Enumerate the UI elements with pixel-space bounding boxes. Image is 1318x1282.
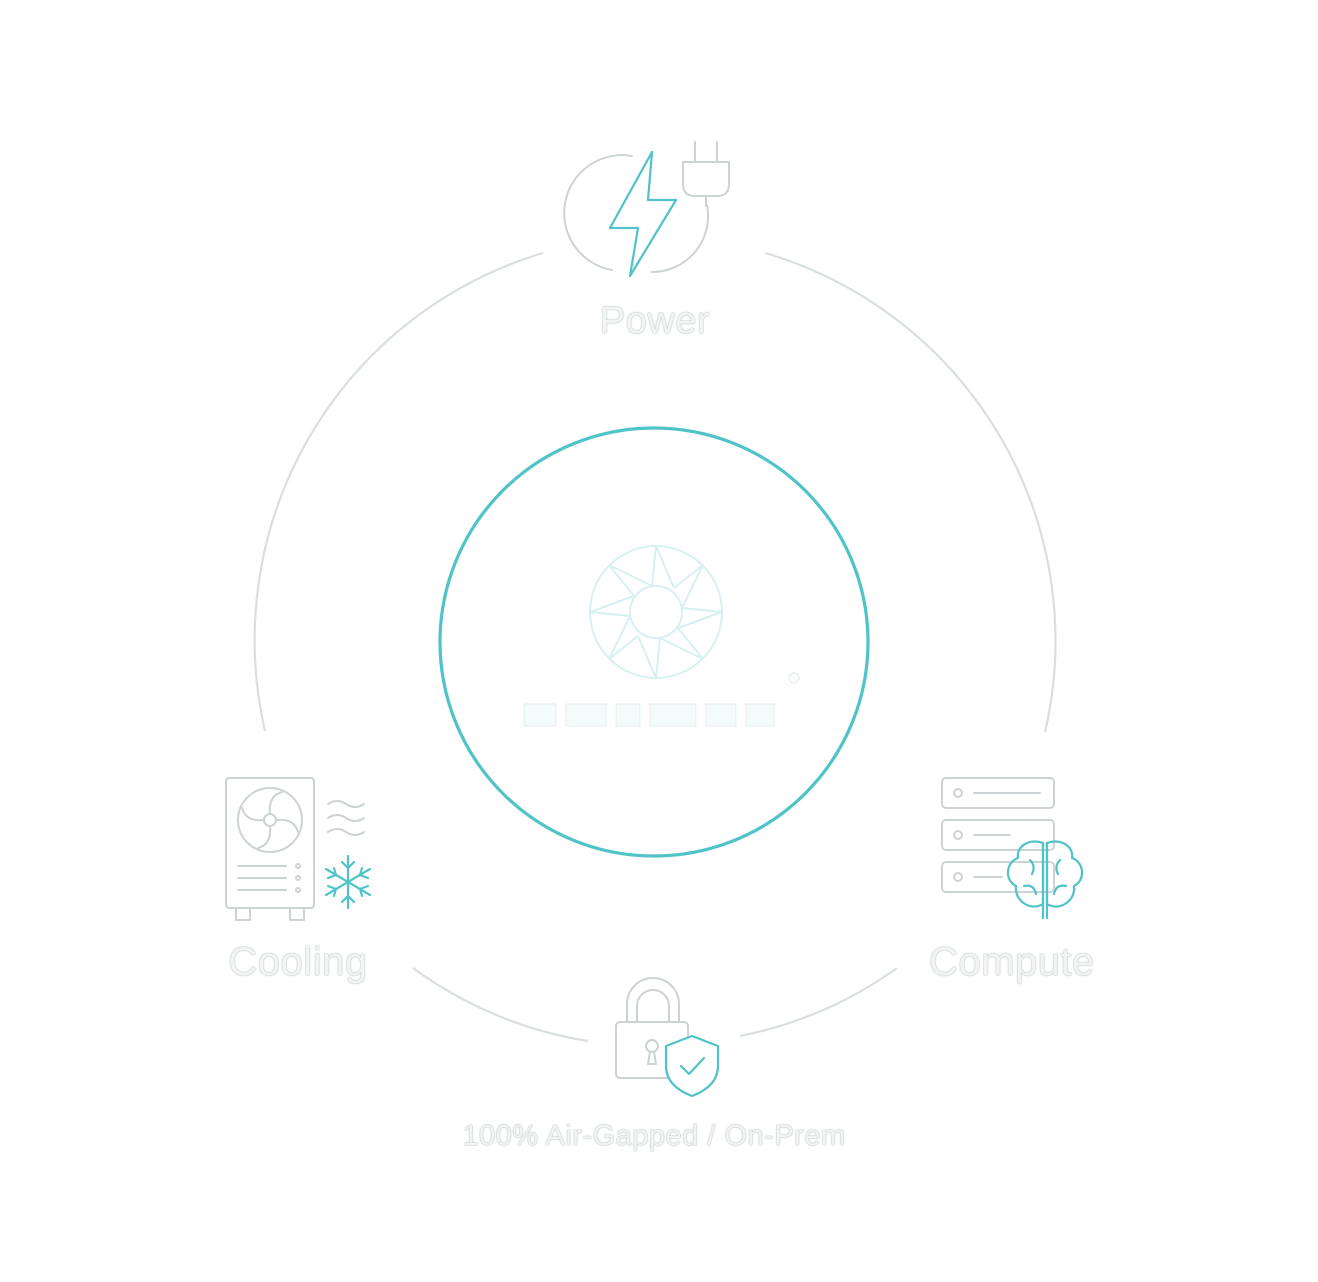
node-label-cooling: Cooling: [228, 940, 368, 984]
brand-logo-icon: [523, 545, 800, 727]
cycle-arcs: [253, 251, 1057, 1043]
arc-security-cooling: [412, 967, 589, 1043]
arc-compute-security: [739, 967, 898, 1038]
node-label-power: Power: [599, 300, 711, 342]
arc-cooling-power: [253, 251, 544, 732]
cooling-unit-icon: [225, 777, 372, 921]
node-label-security: 100% Air-Gapped / On-Prem: [462, 1120, 846, 1152]
center-circle: [438, 426, 870, 858]
arc-power-compute: [764, 251, 1057, 733]
server-brain-icon: [941, 777, 1084, 920]
lock-shield-icon: [615, 977, 720, 1098]
power-plug-icon: [563, 141, 730, 278]
node-label-compute: Compute: [929, 940, 1095, 984]
